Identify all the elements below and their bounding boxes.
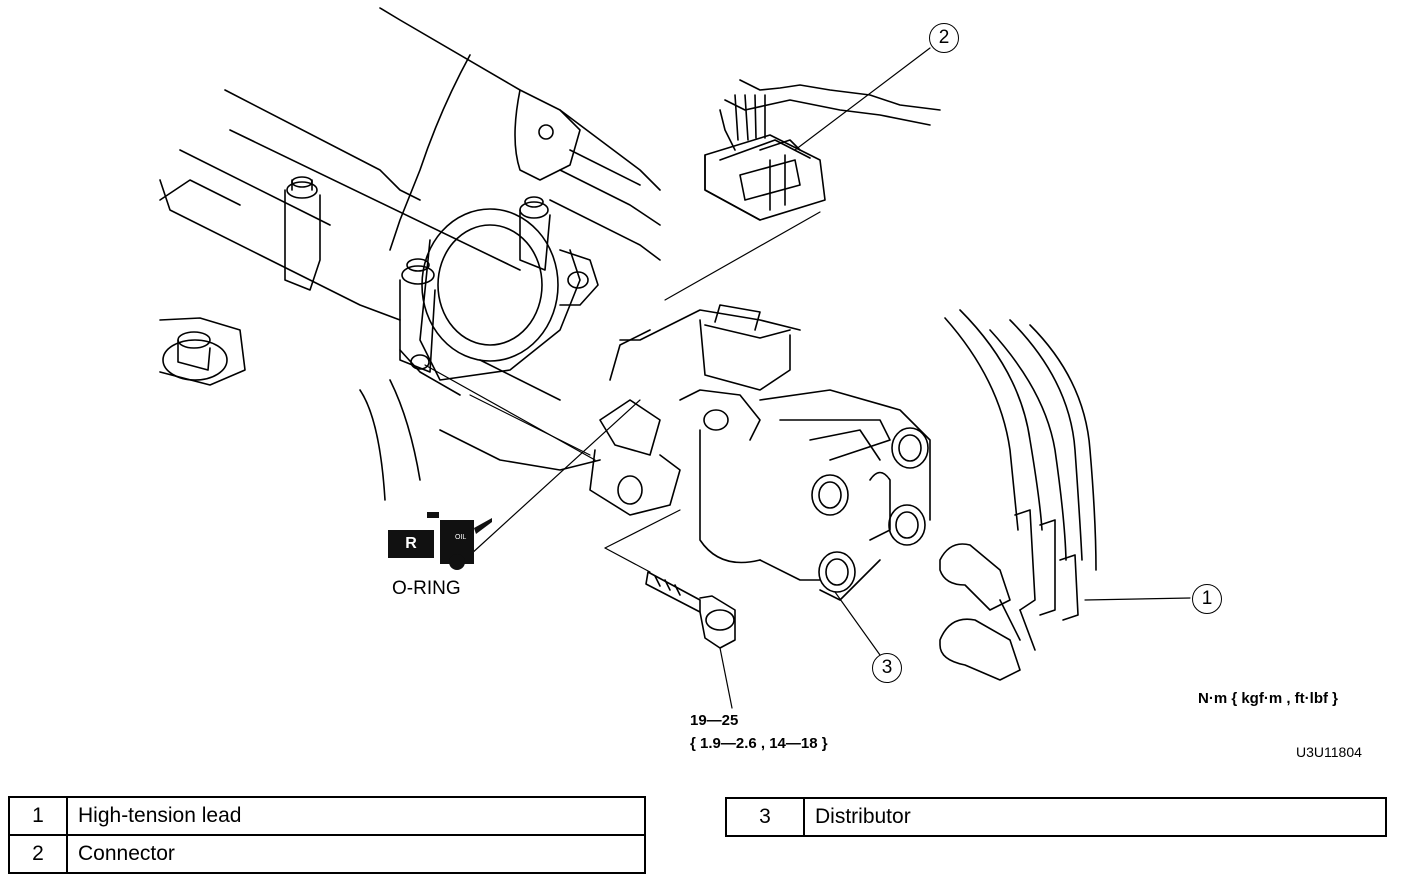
high-tension-lead-drawing	[939, 309, 1097, 681]
engine-head-drawing	[159, 7, 661, 501]
oil-icon-label: OIL	[455, 534, 467, 541]
callout-2: 2	[929, 23, 959, 53]
legend-row: 1 High-tension lead	[8, 796, 646, 836]
legend-table-left: 1 High-tension lead 2 Connector	[8, 796, 646, 874]
legend-number: 2	[8, 834, 68, 874]
legend-table-right: 3 Distributor	[725, 797, 1387, 837]
callout-3: 3	[872, 653, 902, 683]
figure-id: U3U11804	[1296, 744, 1362, 760]
o-ring-label: O-RING	[392, 578, 461, 599]
callout-1: 1	[1192, 584, 1222, 614]
leader-lines	[424, 47, 1191, 709]
mounting-bolt-drawing	[645, 571, 736, 649]
legend-number: 3	[725, 797, 805, 837]
legend-name: Distributor	[803, 797, 1387, 837]
legend-name: High-tension lead	[66, 796, 646, 836]
legend-number: 1	[8, 796, 68, 836]
connector-drawing	[704, 79, 941, 221]
legend-row: 2 Connector	[8, 834, 646, 874]
legend-name: Connector	[66, 834, 646, 874]
legend-row: 3 Distributor	[725, 797, 1387, 837]
oil-can-icon	[427, 512, 492, 570]
torque-units-label: N·m { kgf·m , ft·lbf }	[1198, 690, 1338, 707]
replace-badge: R	[388, 530, 434, 558]
torque-value-nm: 19—25	[690, 712, 739, 729]
torque-value-alt-units: { 1.9—2.6 , 14—18 }	[690, 735, 828, 752]
distributor-drawing	[589, 304, 931, 601]
exploded-diagram	[159, 7, 1191, 709]
